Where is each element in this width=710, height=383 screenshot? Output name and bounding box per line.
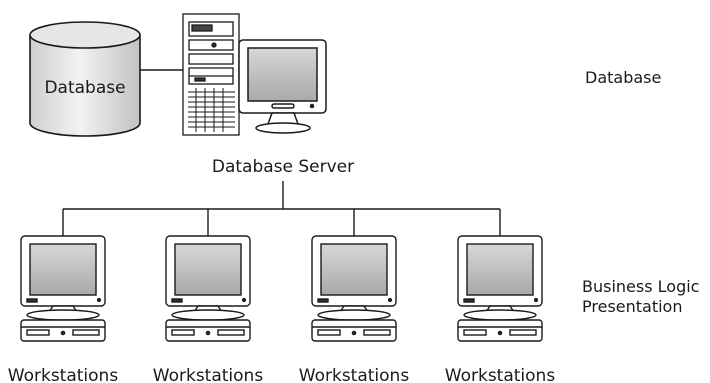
database-server-label: Database Server (212, 157, 354, 177)
workstation-1-icon (20, 235, 106, 342)
workstation-2-label: Workstations (153, 366, 264, 383)
database-cylinder-icon (29, 21, 141, 137)
network-connector-lines (62, 181, 501, 236)
tier-label-business-logic: Business Logic (582, 277, 699, 296)
workstation-2-icon (165, 235, 251, 342)
workstation-1-label: Workstations (8, 366, 119, 383)
server-tower-icon (182, 13, 240, 136)
workstation-3-label: Workstations (299, 366, 410, 383)
tier-label-presentation: Presentation (582, 297, 682, 316)
workstation-3-icon (311, 235, 397, 342)
server-monitor-icon (238, 39, 327, 134)
workstation-4-icon (457, 235, 543, 342)
database-label: Database (44, 78, 125, 98)
workstation-4-label: Workstations (445, 366, 556, 383)
tier-label-database: Database (585, 68, 661, 87)
